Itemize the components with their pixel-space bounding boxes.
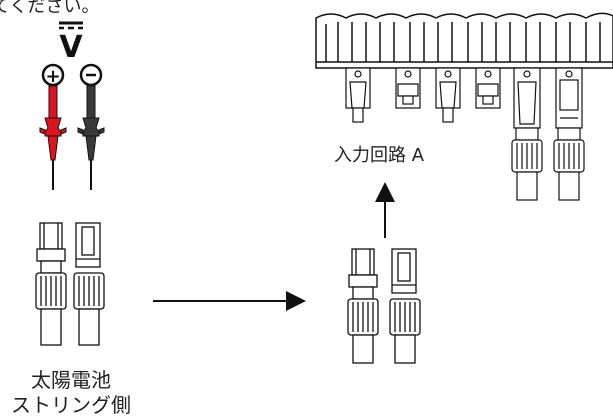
plus-sign-text: + [45,66,60,87]
input-socket-1 [345,67,371,123]
solar-string-label-line1: 太陽電池 [31,368,111,392]
volt-symbol-text: V [59,30,83,65]
red-test-probe [39,85,67,190]
inverter-terminal-block [315,12,613,69]
input-socket-2 [395,67,421,109]
header-fragment-text: てください。 [0,0,99,17]
input-socket-4 [475,67,501,109]
input-socket-3 [435,67,461,123]
string-side-connector-pair [35,222,105,346]
negative-terminal-icon [79,63,103,87]
mated-connector-pair [347,248,421,364]
plugged-connector-b [553,67,585,201]
solar-string-label-line2: ストリング側 [11,393,131,417]
black-test-probe [77,85,105,190]
voltmeter-symbol: V [59,21,83,65]
plugged-connector-a [511,67,543,201]
positive-terminal-icon: + [41,63,65,87]
input-circuit-label: 入力回路 A [334,145,425,166]
